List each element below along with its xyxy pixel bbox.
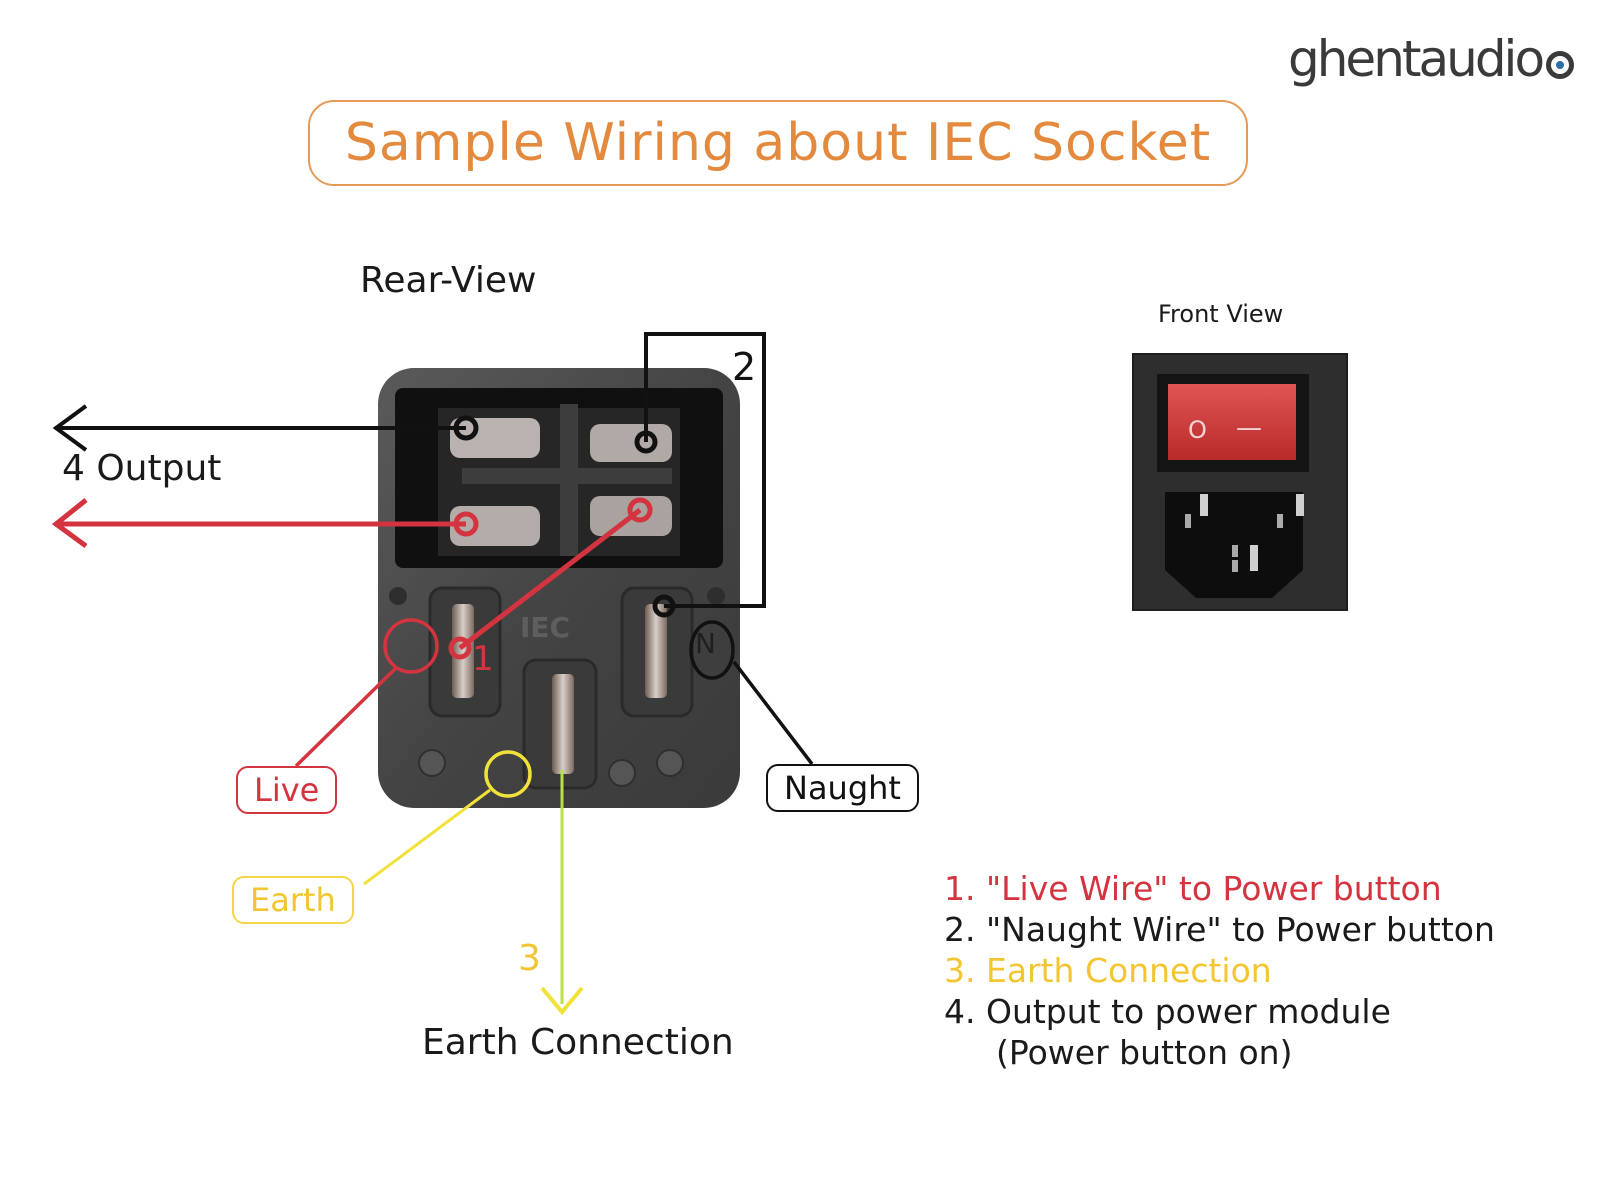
ghentaudio-logo: ghentaudio [1288,30,1575,88]
wire-number-1: 1 [472,639,494,679]
output-wires [51,404,479,549]
switch-terminal [450,418,540,458]
logo-text: ghentaudio [1288,30,1545,88]
legend-item-1: 1. "Live Wire" to Power button [944,869,1442,908]
live-wire [294,497,653,768]
naught-callout: Naught [766,764,919,812]
front-socket-photo: O — [1132,353,1348,611]
n-terminal-mark: N [695,627,716,660]
naught-wire [634,332,814,766]
switch-on-symbol: — [1236,413,1262,443]
arrow-left-icon [51,498,88,549]
earth-blade [552,674,574,774]
earth-callout: Earth [232,876,354,924]
page-title: Sample Wiring about IEC Socket [344,113,1212,173]
switch-off-symbol: O [1188,416,1207,444]
legend-item-2: 2. "Naught Wire" to Power button [944,910,1495,949]
naught-blade [645,604,667,698]
logo-dot-icon [1546,51,1575,79]
arrow-left-icon [52,404,88,452]
rocker-switch [1168,384,1296,460]
rear-view-heading: Rear-View [360,260,537,301]
live-callout: Live [236,766,338,814]
wire-number-3: 3 [518,938,541,979]
earth-wire [363,750,584,1016]
legend-item-4-note: (Power button on) [996,1033,1293,1072]
arrow-down-icon [540,986,584,1016]
wire-number-2: 2 [732,345,756,389]
legend-item-4: 4. Output to power module [944,992,1391,1031]
live-blade [452,604,474,698]
output-label: 4 Output [62,448,222,489]
legend: 1. "Live Wire" to Power button 2. "Naugh… [944,868,1495,1073]
switch-divider-h [462,468,672,484]
switch-terminal [590,424,672,462]
socket-mark: IEC [520,611,570,644]
legend-item-3: 3. Earth Connection [944,951,1272,990]
title-box: Sample Wiring about IEC Socket [308,100,1248,186]
rear-socket-photo: IEC N [378,368,740,808]
earth-connection-label: Earth Connection [422,1022,734,1063]
front-view-heading: Front View [1158,300,1284,328]
